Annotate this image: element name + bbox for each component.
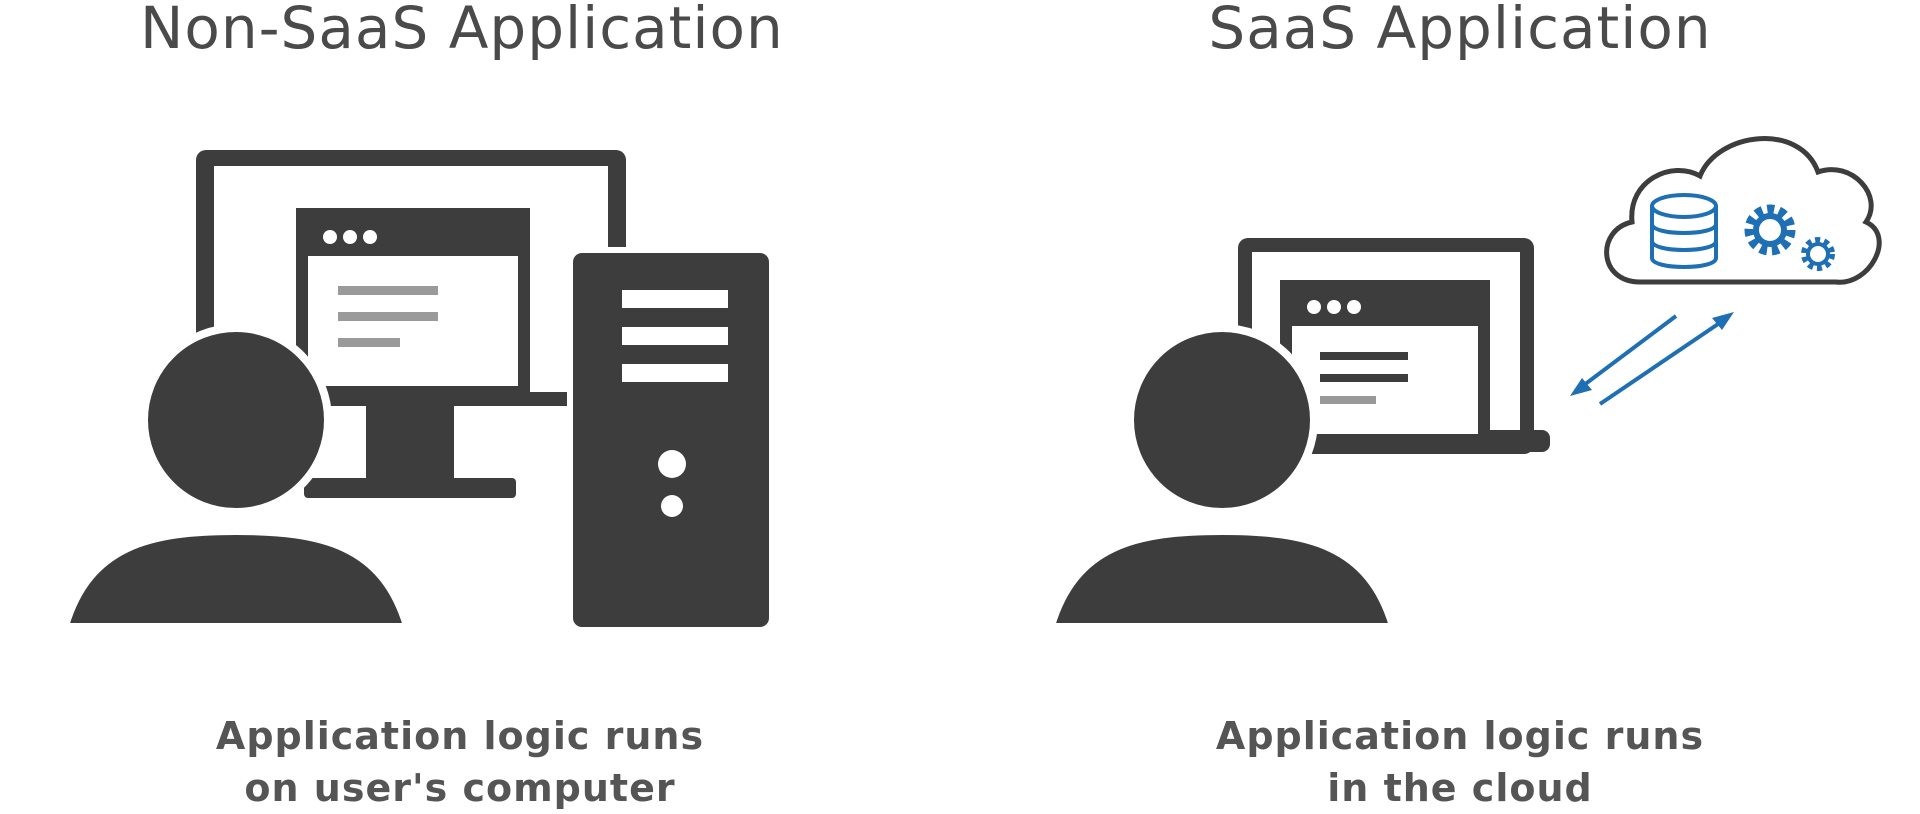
app-window-icon xyxy=(296,208,530,398)
saas-caption: Application logic runs in the cloud xyxy=(1190,710,1730,814)
user-icon xyxy=(61,324,411,629)
non-saas-title: Non-SaaS Application xyxy=(140,0,784,62)
saas-caption-line2: in the cloud xyxy=(1327,766,1593,810)
non-saas-caption: Application logic runs on user's compute… xyxy=(200,710,720,814)
non-saas-caption-line2: on user's computer xyxy=(244,766,676,810)
computer-tower-icon xyxy=(567,247,775,633)
database-icon xyxy=(1650,193,1718,269)
user-icon xyxy=(1047,324,1397,629)
bidirectional-arrows-icon xyxy=(1570,312,1734,406)
saas-title: SaaS Application xyxy=(1208,0,1712,62)
saas-caption-line1: Application logic runs xyxy=(1215,714,1705,758)
non-saas-caption-line1: Application logic runs xyxy=(215,714,705,758)
gears-icon xyxy=(1744,204,1835,271)
cloud-icon xyxy=(1604,136,1882,285)
